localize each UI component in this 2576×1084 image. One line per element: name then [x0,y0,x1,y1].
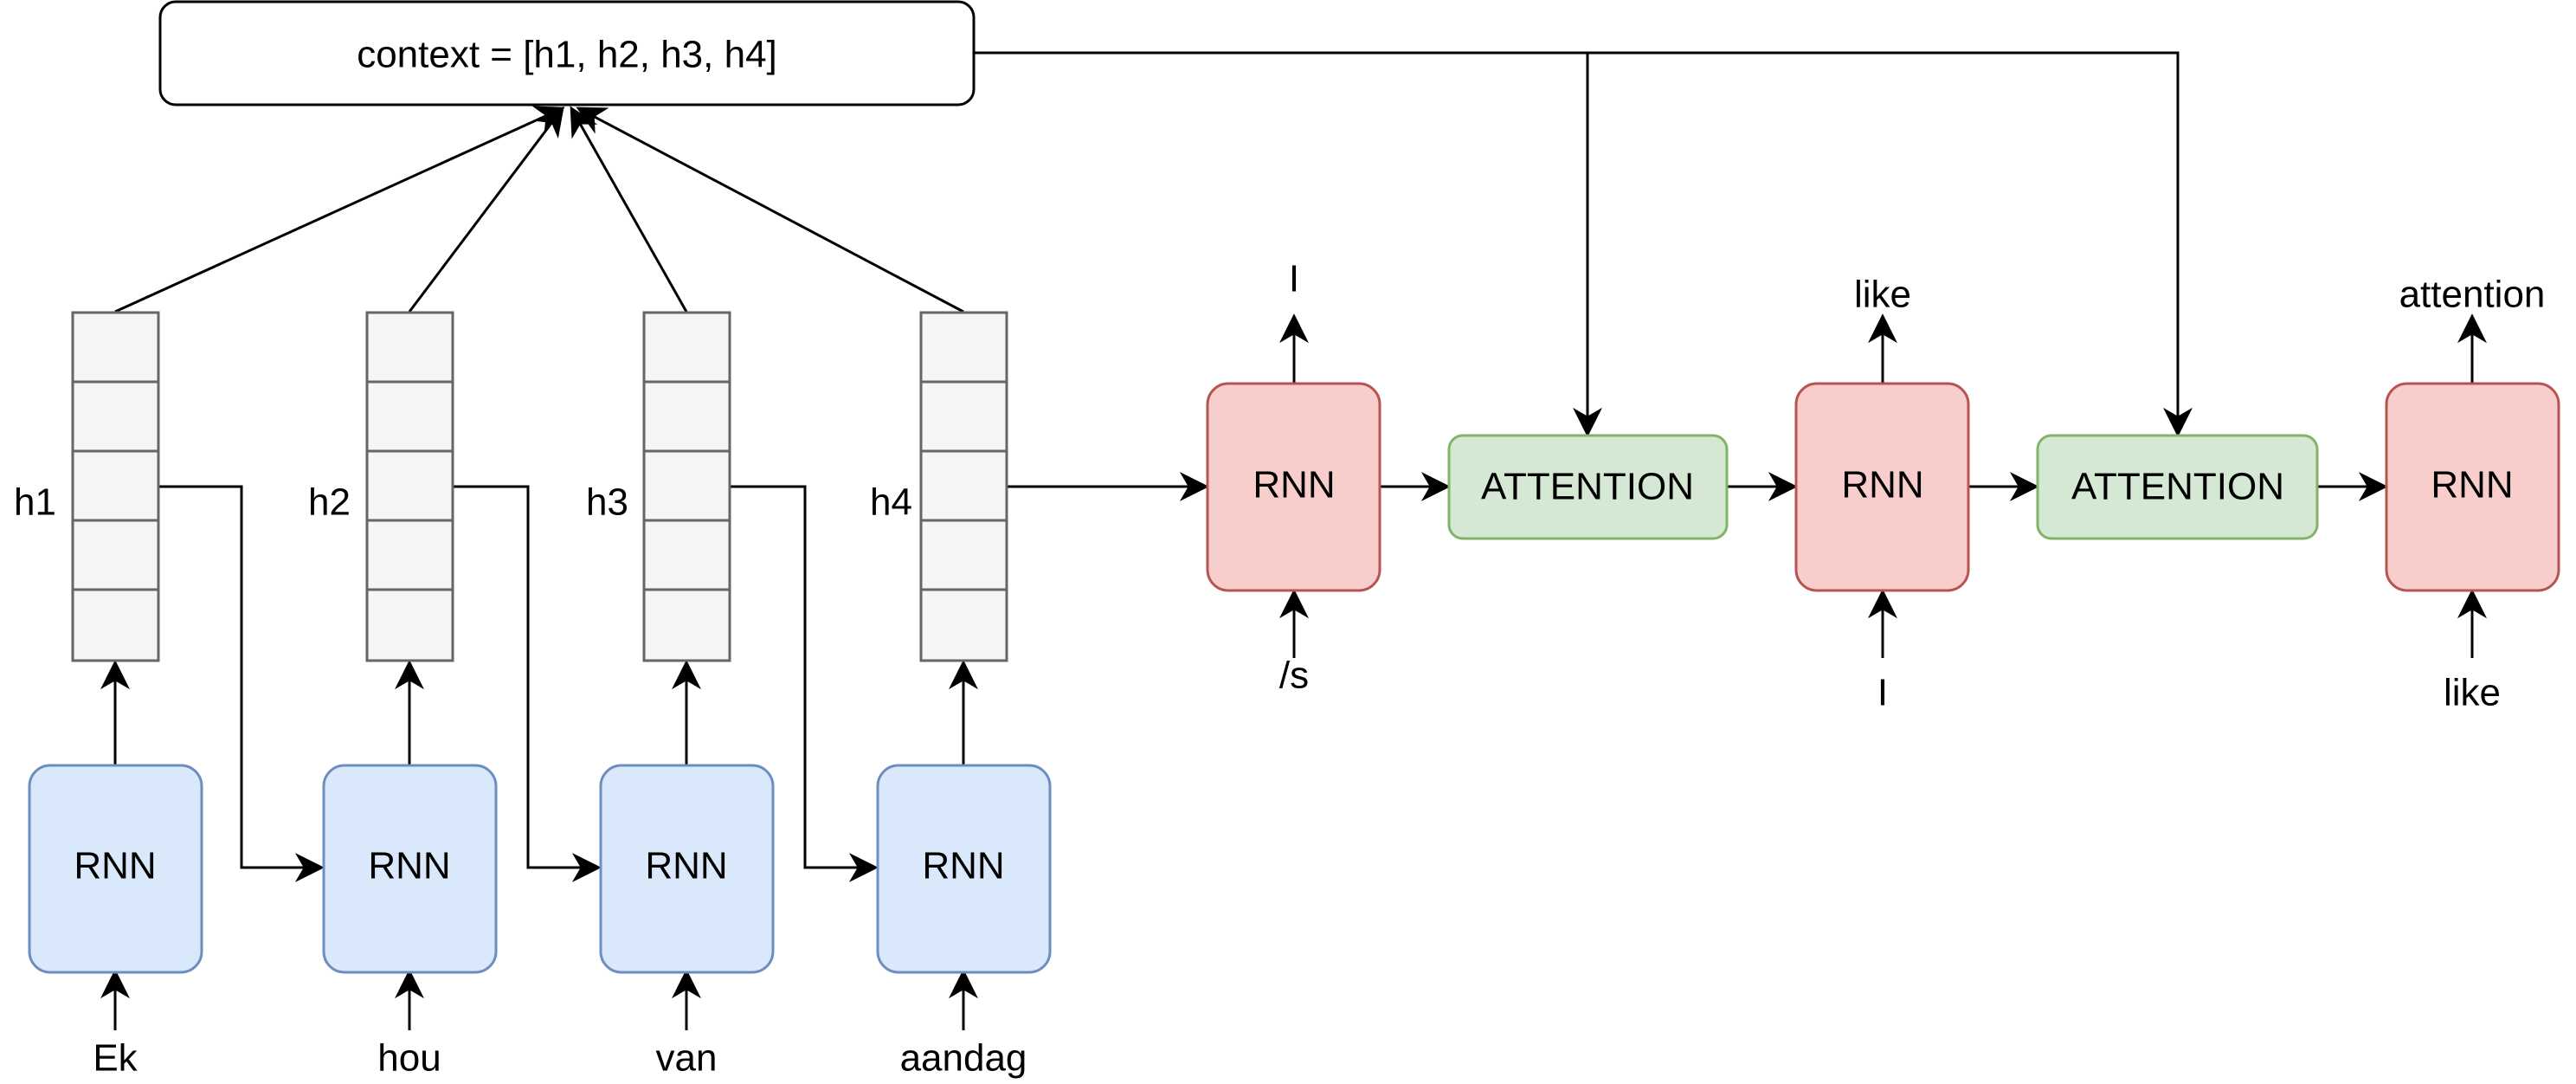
encoder-rnn-box [599,764,775,974]
decoder-input-3: like [2444,672,2501,714]
encoder-rnn-box [876,764,1052,974]
vector-cell [919,311,1008,384]
connectors [100,51,2487,1030]
decoder-rnn-2: RNN [1794,382,1970,592]
attention-box [1447,434,1729,540]
vector-cell [71,519,160,591]
vector-cell [71,380,160,453]
decoder-rnn-label: RNN [2431,464,2513,507]
context-rect [158,0,976,106]
hidden-vector-h2: h2 [308,311,454,662]
encoder-rnn-label: RNN [922,845,1004,887]
arrow-h1-to-rnn2 [158,485,325,882]
arrow-h3-to-context [570,106,688,313]
decoder-output-1: I [1289,258,1299,300]
encoder-rnn-4: RNN [876,764,1052,974]
attention-box [2036,434,2319,540]
vector-cell [71,588,160,662]
decoder-rnn-3: RNN [2385,382,2560,592]
encoder-input-1: Ek [93,1037,138,1080]
vector-cell [642,588,731,662]
vector-cell [71,449,160,522]
encoder-rnn-box [28,764,203,974]
vector-cell [365,519,454,591]
decoder-rnn-label: RNN [1253,464,1335,507]
decoder-rnn-box [1206,382,1381,592]
arrow-h4-to-context [576,106,964,313]
hidden-vector-h1: h1 [14,311,160,662]
encoder-rnn-label: RNN [74,845,156,887]
vector-cell [642,449,731,522]
attention-2: ATTENTION [2036,434,2319,540]
vector-cell [642,519,731,591]
arrow-h1-to-context [114,106,565,313]
arrow-context-to-attention-2 [1587,51,2193,437]
hidden-vector-h4: h4 [870,311,1008,662]
decoder-input-2: I [1877,672,1888,714]
arrow-context-to-attention-1 [974,51,1602,437]
attention-label: ATTENTION [1481,466,1694,508]
vector-cell [919,519,1008,591]
decoder-input-1: /s [1279,655,1309,697]
encoder-rnn-label: RNN [368,845,450,887]
encoder-input-4: aandag [900,1037,1027,1080]
arrow-h2-to-rnn3 [453,485,602,882]
arrow-h3-to-rnn4 [730,485,879,882]
vector-cell [365,311,454,384]
encoder-rnn-box [322,764,498,974]
vector-cell [642,380,731,453]
vector-cell [642,311,731,384]
context-box: context = [h1, h2, h3, h4] [158,0,976,106]
vector-cell [365,449,454,522]
vector-cell [365,380,454,453]
arrow-h2-to-context [408,106,564,313]
context-label: context = [h1, h2, h3, h4] [357,34,777,76]
decoder-rnn-box [2385,382,2560,592]
encoder-rnn-2: RNN [322,764,498,974]
encoder-input-2: hou [377,1037,441,1080]
encoder-rnn-label: RNN [645,845,727,887]
vector-cell [365,588,454,662]
attention-label: ATTENTION [2071,466,2284,508]
hidden-label-h4: h4 [870,481,912,524]
encoder-rnn-1: RNN [28,764,203,974]
vector-cell [71,311,160,384]
encoder-input-3: van [656,1037,718,1080]
hidden-label-h3: h3 [586,481,628,524]
hidden-vector-h3: h3 [586,311,731,662]
decoder-output-3: attention [2399,274,2546,316]
hidden-label-h1: h1 [14,481,56,524]
decoder-rnn-label: RNN [1841,464,1923,507]
decoder-rnn-box [1794,382,1970,592]
decoder-rnn-1: RNN [1206,382,1381,592]
hidden-label-h2: h2 [308,481,351,524]
attention-1: ATTENTION [1447,434,1729,540]
encoder-rnn-3: RNN [599,764,775,974]
vector-cell [919,449,1008,522]
vector-cell [919,588,1008,662]
vector-cell [919,380,1008,453]
decoder-output-2: like [1854,274,1911,316]
